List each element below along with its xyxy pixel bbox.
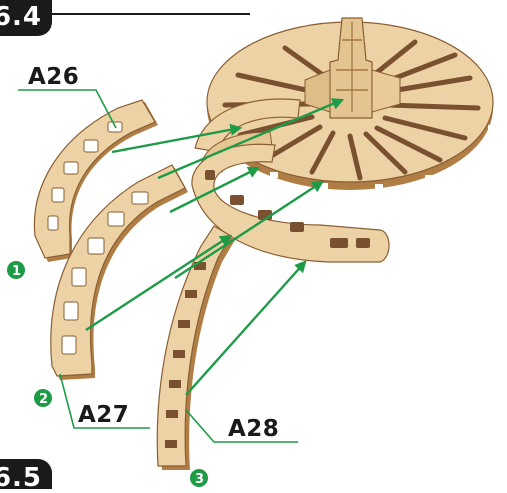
badge-1: 1 — [7, 261, 25, 279]
step-tab-next: 6.5 — [0, 459, 52, 489]
badge-3-number: 3 — [195, 472, 204, 487]
badge-2-number: 2 — [39, 392, 48, 407]
part-a28-piece — [157, 226, 235, 470]
label-a26: A26 — [28, 64, 79, 90]
label-a28: A28 — [228, 416, 279, 442]
badge-2: 2 — [34, 389, 52, 407]
badge-3: 3 — [190, 469, 208, 487]
step-number-next: 6.5 — [0, 465, 42, 491]
label-a27: A27 — [78, 402, 129, 428]
badge-1-number: 1 — [12, 264, 21, 279]
